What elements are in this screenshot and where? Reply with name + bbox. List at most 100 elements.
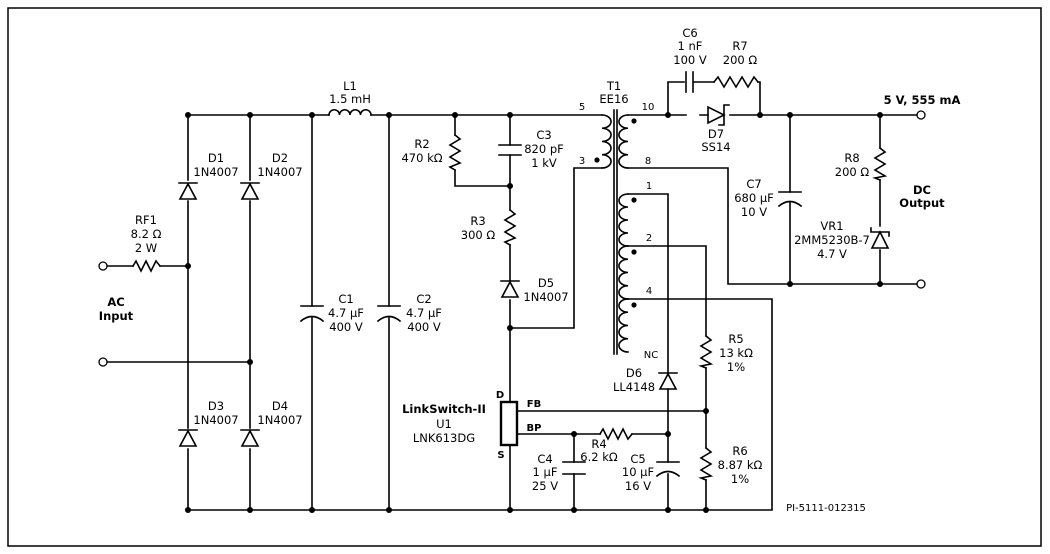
r5-value: 13 kΩ: [719, 346, 753, 360]
c4-value: 1 μF: [533, 465, 558, 479]
ac-input-label-1: AC: [107, 295, 124, 309]
c7-value: 680 μF: [734, 191, 774, 205]
d2-diode-symbol: [240, 182, 260, 200]
c5-ref: C5: [630, 452, 645, 466]
dc-output-label-1: DC: [913, 183, 931, 197]
d1-diode-symbol: [178, 182, 198, 200]
c1-capacitor-symbol: [299, 305, 325, 323]
c4-ref: C4: [537, 452, 552, 466]
r6-ref: R6: [732, 444, 747, 458]
d5-diode-symbol: [500, 280, 520, 298]
l1-ref: L1: [343, 79, 357, 93]
d2-ref: D2: [272, 151, 288, 165]
d1-part: 1N4007: [193, 165, 238, 179]
vr1-ref: VR1: [820, 219, 843, 233]
vr1-value: 4.7 V: [817, 247, 847, 261]
u1-pin-s: S: [497, 450, 504, 461]
dc-output-label-2: Output: [899, 196, 945, 210]
u1-pin-d: D: [496, 390, 504, 401]
c2-capacitor-symbol: [376, 305, 402, 323]
t1-pin-10: 10: [642, 102, 655, 113]
c5-value: 10 μF: [622, 465, 654, 479]
t1-core: EE16: [599, 92, 628, 106]
d4-part: 1N4007: [257, 413, 302, 427]
d3-part: 1N4007: [193, 413, 238, 427]
d5-ref: D5: [538, 276, 554, 290]
u1-pin-bp: BP: [527, 423, 542, 434]
d4-diode-symbol: [240, 429, 260, 447]
d6-ref: D6: [626, 366, 642, 380]
r7-ref: R7: [732, 39, 747, 53]
c6-value: 1 nF: [678, 39, 703, 53]
r8-resistor-symbol: [872, 146, 888, 182]
r8-ref: R8: [844, 151, 859, 165]
r3-ref: R3: [470, 214, 485, 228]
ac-input-terminal-1: [98, 261, 108, 271]
c4-rating: 25 V: [532, 479, 558, 493]
t1-pin-4: 4: [646, 286, 652, 297]
ac-input-terminal-2: [98, 357, 108, 367]
t1-pin-nc: NC: [644, 350, 658, 361]
r2-ref: R2: [414, 137, 429, 151]
c7-capacitor-symbol: [777, 191, 803, 208]
r5-resistor-symbol: [698, 334, 714, 370]
d3-diode-symbol: [178, 429, 198, 447]
r7-resistor-symbol: [712, 75, 760, 89]
c2-ref: C2: [416, 292, 431, 306]
l1-inductor-symbol: [328, 109, 372, 116]
r3-value: 300 Ω: [461, 228, 496, 242]
t1-transformer-symbol: [594, 109, 637, 355]
r5-ref: R5: [728, 332, 743, 346]
rf1-resistor-symbol: [131, 259, 162, 273]
u1-part: LNK613DG: [413, 431, 475, 445]
output-rating-label: 5 V, 555 mA: [884, 93, 961, 107]
u1-pin-fb: FB: [527, 399, 541, 410]
c2-rating: 400 V: [407, 320, 441, 334]
r6-tolerance: 1%: [731, 472, 749, 486]
junction-dots: [185, 112, 883, 513]
c3-ref: C3: [536, 128, 551, 142]
t1-pin-3: 3: [579, 156, 585, 167]
r4-value: 6.2 kΩ: [580, 450, 618, 464]
c6-capacitor-symbol: [685, 71, 694, 93]
u1-ref: U1: [436, 417, 452, 431]
u1-ic-body: [499, 400, 519, 447]
r2-resistor-symbol: [448, 133, 462, 172]
r6-value: 8.87 kΩ: [718, 458, 763, 472]
t1-pin-2: 2: [646, 233, 652, 244]
drawing-id: PI-5111-012315: [786, 503, 866, 514]
r7-value: 200 Ω: [723, 53, 758, 67]
dc-output-terminal-neg: [916, 279, 926, 289]
c1-value: 4.7 μF: [328, 306, 364, 320]
r4-resistor-symbol: [598, 427, 634, 441]
d7-ref: D7: [708, 127, 724, 141]
d7-schottky-diode-symbol: [707, 104, 730, 126]
c6-rating: 100 V: [673, 53, 707, 67]
c3-rating: 1 kV: [531, 156, 557, 170]
c3-value: 820 pF: [524, 142, 564, 156]
c1-ref: C1: [338, 292, 353, 306]
rf1-ref: RF1: [135, 213, 157, 227]
u1-name: LinkSwitch-II: [402, 402, 486, 416]
vr1-part: 2MM5230B-7: [794, 233, 870, 247]
r5-tolerance: 1%: [727, 360, 745, 374]
t1-ref: T1: [606, 79, 621, 93]
dc-output-terminal-pos: [916, 110, 926, 120]
d5-part: 1N4007: [523, 290, 568, 304]
c4-capacitor-symbol: [562, 461, 586, 475]
d6-diode-symbol: [658, 372, 678, 390]
c7-ref: C7: [746, 177, 761, 191]
c7-rating: 10 V: [741, 205, 767, 219]
t1-pin-1: 1: [646, 181, 652, 192]
rf1-rating: 2 W: [135, 241, 157, 255]
diagram-frame: [7, 7, 1042, 547]
r3-resistor-symbol: [503, 208, 517, 247]
r4-ref: R4: [591, 437, 606, 451]
c5-capacitor-symbol: [655, 461, 681, 478]
d3-ref: D3: [208, 399, 224, 413]
d6-part: LL4148: [613, 380, 655, 394]
c2-value: 4.7 μF: [406, 306, 442, 320]
t1-pin-5: 5: [579, 102, 585, 113]
d1-ref: D1: [208, 151, 224, 165]
